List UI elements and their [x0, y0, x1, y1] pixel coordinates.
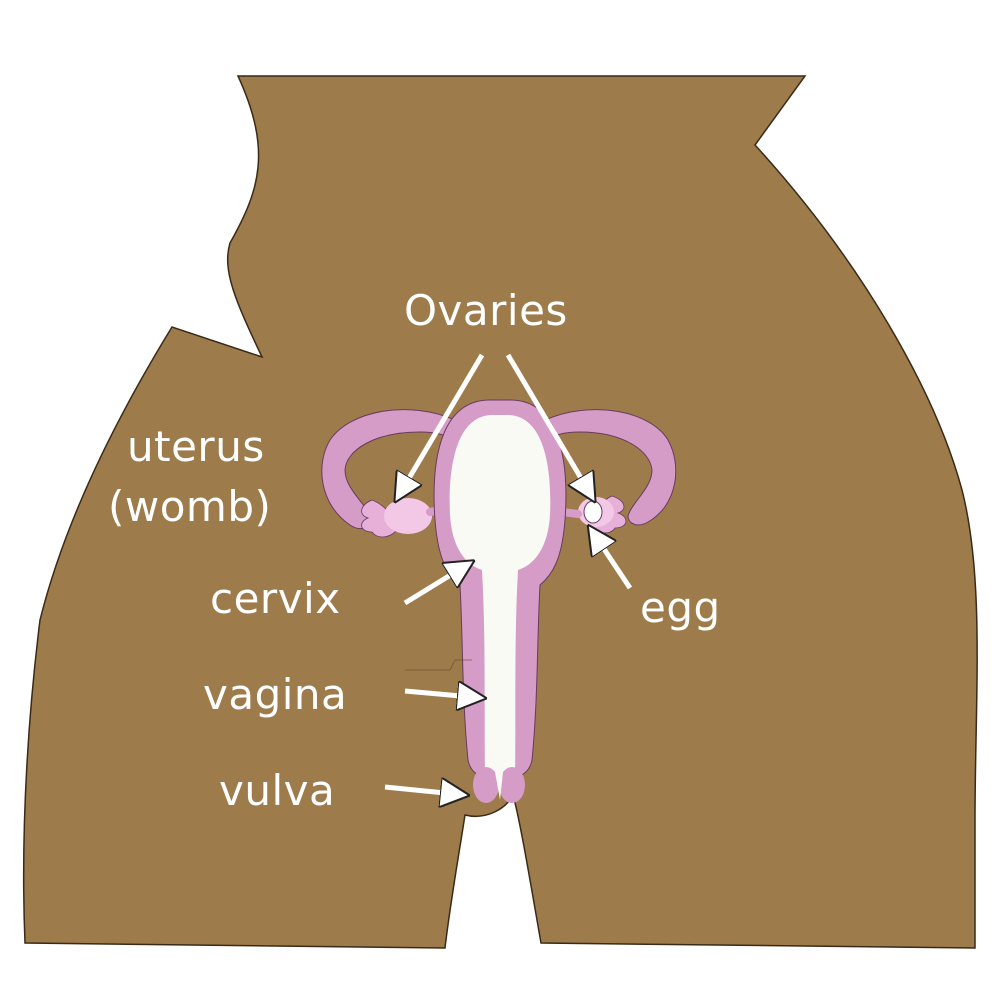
vulva-opening — [495, 772, 503, 800]
ovaries-label: Ovaries — [404, 286, 568, 335]
egg — [583, 500, 603, 524]
womb-label: (womb) — [108, 482, 272, 531]
uterine-cavity — [449, 415, 551, 775]
cervix-label: cervix — [210, 574, 341, 623]
cervix-arrow — [403, 568, 462, 606]
vulva-label: vulva — [219, 766, 336, 815]
vagina-label: vagina — [203, 670, 348, 719]
vagina-sketch-line — [405, 659, 472, 671]
vagina-arrow — [404, 691, 472, 697]
vulva-left-lobe — [473, 767, 499, 803]
ovaries-arrow-left — [402, 353, 485, 490]
egg-arrow — [596, 537, 633, 590]
vulva-arrow — [384, 787, 455, 794]
egg-label: egg — [640, 583, 721, 632]
right-fallopian-tube — [544, 409, 677, 526]
pointer-arrows — [384, 353, 633, 794]
vulva-right-lobe — [499, 767, 525, 803]
uterus-label: uterus — [127, 422, 265, 471]
left-ovary — [384, 498, 432, 534]
ovaries-arrow-right — [505, 353, 588, 490]
